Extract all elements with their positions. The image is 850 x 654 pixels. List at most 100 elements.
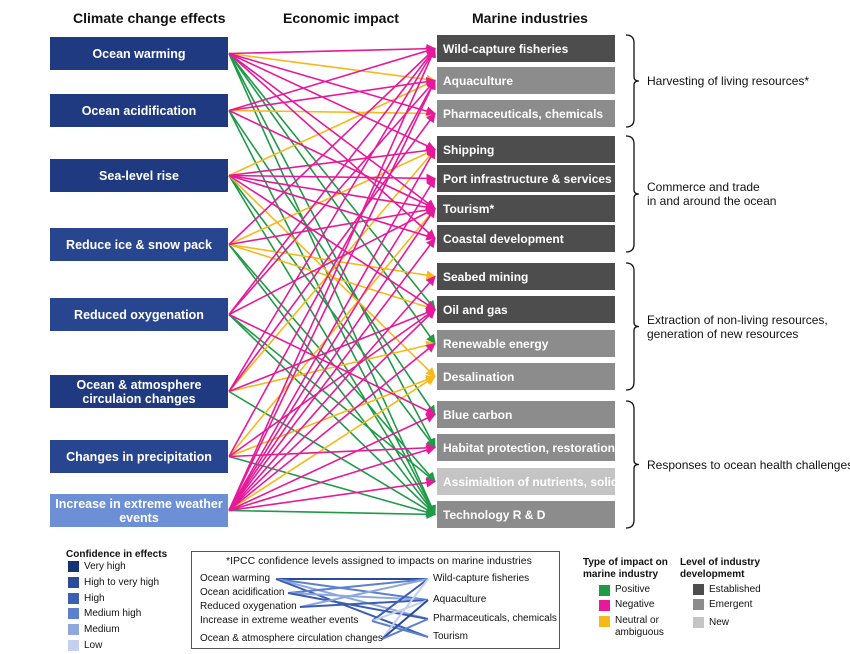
industry-box: Seabed mining: [437, 263, 615, 290]
industry-box: Habitat protection, restoration: [437, 434, 615, 461]
confidence-legend-item: Medium high: [68, 608, 142, 620]
group-bracket: [625, 34, 640, 128]
impact-link-negative: [228, 47, 436, 315]
ipcc-title: *IPCC confidence levels assigned to impa…: [226, 555, 532, 567]
impact-link-positive: [228, 244, 436, 516]
ipcc-effect-label: Reduced oxygenation: [200, 601, 297, 612]
legend-label: High to very high: [84, 576, 160, 588]
group-bracket: [625, 400, 640, 529]
ipcc-link: [275, 578, 429, 638]
ipcc-link: [371, 578, 429, 622]
industry-box: Pharmaceuticals, chemicals: [437, 100, 615, 127]
group-label: Extraction of non-living resources, gene…: [647, 312, 828, 341]
industry-box: Technology R & D: [437, 501, 615, 528]
ipcc-box: *IPCC confidence levels assigned to impa…: [191, 551, 560, 649]
group-label: Responses to ocean health challenges: [647, 457, 850, 472]
effect-box: Ocean & atmosphere circulaion changes: [50, 375, 228, 408]
group-label: Harvesting of living resources*: [647, 74, 810, 88]
effect-box: Ocean warming: [50, 37, 228, 70]
effect-box: Reduce ice & snow pack: [50, 228, 228, 261]
impact-column-header: Economic impact: [283, 10, 399, 26]
impact-link-positive: [228, 313, 436, 483]
impact-link-negative: [228, 174, 436, 311]
legend-swatch: [68, 592, 79, 604]
impact-link-negative: [228, 47, 436, 392]
impact-link-positive: [228, 390, 436, 516]
impact-link-negative: [228, 342, 436, 512]
legend-swatch: [599, 600, 610, 611]
ipcc-link: [371, 620, 429, 638]
impact-link-negative: [228, 47, 436, 511]
impact-link-negative: [228, 79, 436, 511]
effects-column-header: Climate change effects: [73, 10, 226, 26]
legend-label: Neutral or ambiguous: [615, 615, 664, 638]
impact-link-neutral: [228, 108, 436, 119]
legend-swatch: [68, 608, 79, 620]
impact-link-negative: [228, 477, 436, 512]
legend-swatch: [68, 640, 79, 651]
industry-box: Blue carbon: [437, 401, 615, 428]
ipcc-industry-label: Wild-capture fisheries: [433, 573, 530, 584]
impact-link-negative: [228, 237, 436, 511]
impact-link-negative: [228, 207, 436, 316]
impact-link-negative: [228, 148, 436, 511]
impact-link-neutral: [228, 207, 436, 458]
ipcc-industry-label: Pharmaceuticals, chemicals: [433, 613, 557, 624]
confidence-legend-item: High to very high: [68, 576, 160, 588]
impact-link-negative: [228, 205, 436, 246]
ipcc-effect-label: Ocean & atmosphere circulation changes: [200, 633, 383, 644]
impact-link-negative: [228, 413, 436, 512]
industry-box: Coastal development: [437, 225, 615, 252]
ipcc-link: [299, 599, 429, 608]
impact-link-negative: [228, 207, 436, 511]
legend-swatch: [68, 576, 79, 588]
impact-link-positive: [228, 509, 436, 520]
impact-link-negative: [228, 46, 436, 112]
industry-box: Desalination: [437, 363, 615, 390]
legend-label: Low: [84, 640, 103, 651]
ipcc-industry-label: Aquaculture: [433, 594, 487, 605]
confidence-legend-item: High: [68, 592, 105, 604]
industry-box: Oil and gas: [437, 296, 615, 323]
industries-column-header: Marine industries: [472, 10, 588, 26]
level-legend-title: Level of industry developmemt: [680, 557, 761, 580]
impact-link-negative: [228, 79, 436, 457]
legend-swatch: [599, 585, 610, 596]
impact-link-negative: [228, 47, 436, 246]
legend-swatch: [599, 616, 610, 627]
impact-link-negative: [228, 313, 436, 416]
industry-box: Tourism*: [437, 195, 615, 222]
ipcc-effect-label: Ocean acidification: [200, 587, 285, 598]
effect-box: Ocean acidification: [50, 94, 228, 127]
level-legend-item: Established: [693, 584, 761, 595]
impact-link-negative: [228, 109, 436, 210]
legend-label: Negative: [615, 599, 655, 610]
confidence-legend-item: Low: [68, 640, 102, 651]
ipcc-link: [381, 578, 429, 640]
ipcc-link: [371, 599, 429, 622]
impact-legend-item: Negative: [599, 599, 654, 611]
impact-legend-item: Neutral or ambiguous: [599, 615, 664, 639]
industry-box: Wild-capture fisheries: [437, 35, 615, 62]
legend-label: Emergent: [709, 599, 753, 610]
impact-link-negative: [228, 177, 436, 511]
legend-swatch: [693, 599, 704, 610]
impact-link-negative: [228, 76, 436, 112]
group-bracket: [625, 135, 640, 253]
impact-link-negative: [228, 275, 436, 512]
impact-link-negative: [228, 174, 436, 241]
level-legend-item: New: [693, 617, 729, 628]
legend-label: Medium: [84, 624, 120, 636]
industry-box: Renewable energy: [437, 330, 615, 357]
impact-link-neutral: [228, 148, 436, 393]
impact-link-positive: [228, 110, 436, 416]
legend-swatch: [68, 561, 79, 572]
ipcc-industry-label: Tourism: [433, 631, 469, 642]
legend-label: Medium high: [84, 608, 142, 620]
industry-box: Port infrastructure & services: [437, 165, 615, 192]
impact-link-neutral: [228, 243, 436, 280]
legend-swatch: [693, 584, 704, 595]
legend-swatch: [68, 624, 79, 636]
impact-link-negative: [228, 173, 436, 184]
